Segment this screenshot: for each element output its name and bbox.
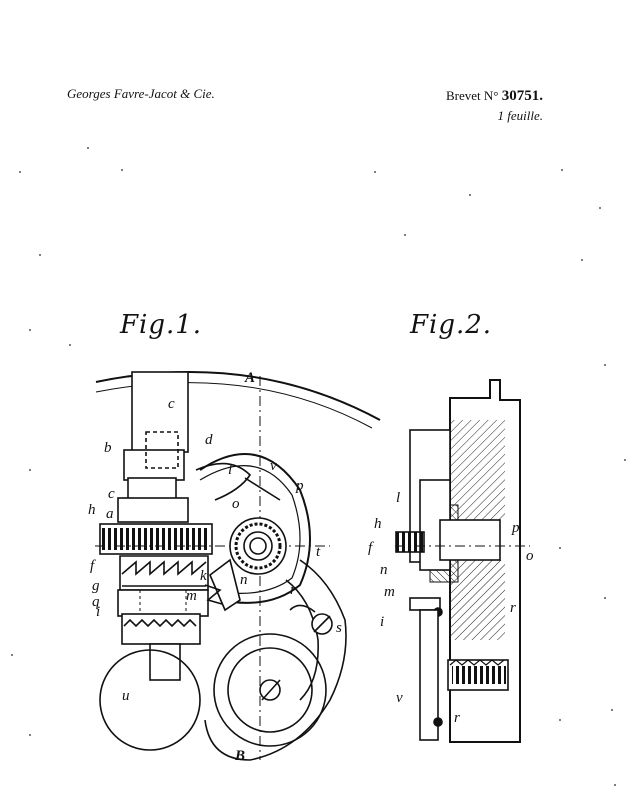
label-g: g [92, 578, 100, 594]
fig2-label-v: v [396, 690, 403, 706]
patent-number-line: Brevet N° 30751. [446, 86, 543, 106]
fig1-labels: A B c b d c h a f g q i u l v o p t k n … [88, 370, 342, 764]
patent-number: 30751. [501, 88, 543, 104]
fig2-caption: Fig.2. [410, 310, 493, 340]
fig2-labels: l h p f o n m r i v r [368, 490, 534, 726]
fig2-label-r-lower: r [454, 710, 460, 726]
fig2-label-f: f [368, 540, 374, 556]
label-h: h [88, 502, 96, 518]
fig2-label-h: h [374, 516, 382, 532]
label-i: i [96, 604, 100, 620]
paper-speckles [11, 147, 626, 786]
label-s: s [336, 620, 342, 636]
fig2-label-i: i [380, 614, 384, 630]
fig2-label-m: m [384, 584, 395, 600]
label-d: d [205, 432, 213, 448]
label-b: b [104, 440, 112, 456]
label-f: f [90, 558, 96, 574]
label-c-top: c [168, 396, 175, 412]
label-r: r [290, 582, 296, 598]
label-B: B [234, 748, 245, 764]
label-o: o [232, 496, 240, 512]
fig2-label-p: p [511, 520, 520, 536]
label-A: A [244, 370, 255, 386]
label-a: a [106, 506, 114, 522]
label-m: m [186, 588, 197, 604]
patent-info: Brevet N° 30751. 1 feuille. [446, 86, 543, 125]
label-q: q [92, 594, 100, 610]
fig1-caption: Fig.1. [120, 310, 203, 340]
label-k: k [200, 568, 207, 584]
label-p: p [295, 478, 304, 494]
fig1-drawing [95, 371, 381, 761]
fig2-label-r: r [510, 600, 516, 616]
sheet-count: 1 feuille. [497, 108, 544, 123]
label-v: v [270, 458, 277, 474]
label-n: n [240, 572, 248, 588]
label-l: l [228, 462, 232, 478]
fig2-drawing [395, 379, 530, 743]
patent-prefix: Brevet N° [446, 88, 499, 103]
label-u: u [122, 688, 130, 704]
applicant-name: Georges Favre-Jacot & Cie. [67, 86, 215, 101]
fig2-label-n: n [380, 562, 388, 578]
fig2-label-l: l [396, 490, 400, 506]
fig2-label-o: o [526, 548, 534, 564]
label-t: t [316, 544, 321, 560]
label-c-mid: c [108, 486, 115, 502]
